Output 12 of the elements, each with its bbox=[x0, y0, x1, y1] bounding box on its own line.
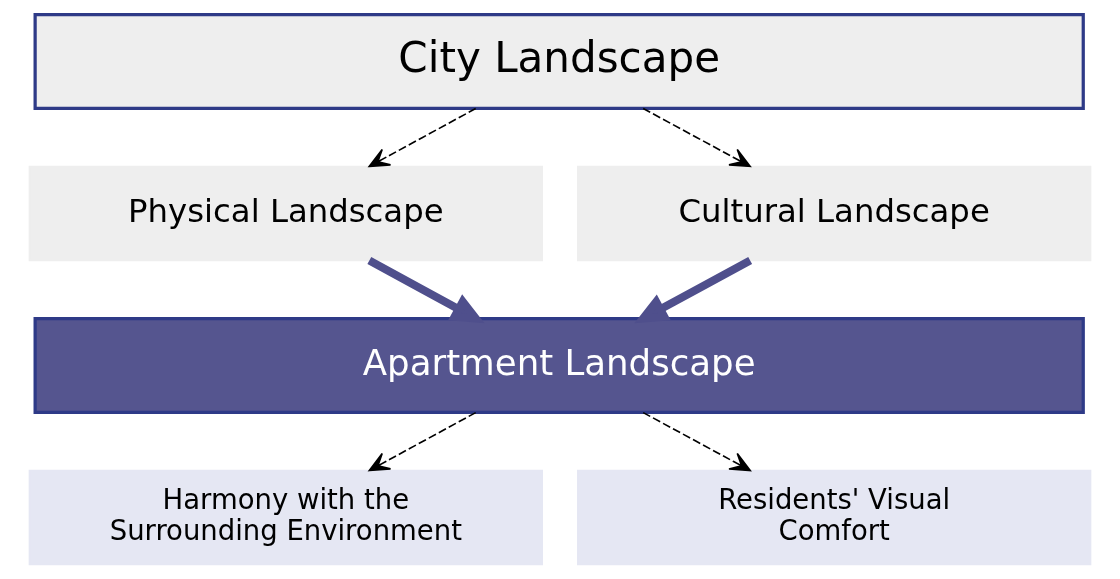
node-box: Harmony with the Surrounding Environment bbox=[28, 469, 543, 566]
arrow bbox=[642, 411, 751, 472]
node-box: Residents' Visual Comfort bbox=[577, 469, 1092, 566]
arrow bbox=[368, 411, 477, 472]
node-box: City Landscape bbox=[33, 12, 1085, 110]
arrow bbox=[634, 257, 753, 324]
node-box: Apartment Landscape bbox=[33, 317, 1085, 415]
arrow bbox=[368, 107, 477, 168]
arrow bbox=[367, 257, 485, 324]
arrow bbox=[642, 107, 751, 168]
node-box: Physical Landscape bbox=[28, 165, 543, 262]
node-box: Cultural Landscape bbox=[577, 165, 1092, 262]
